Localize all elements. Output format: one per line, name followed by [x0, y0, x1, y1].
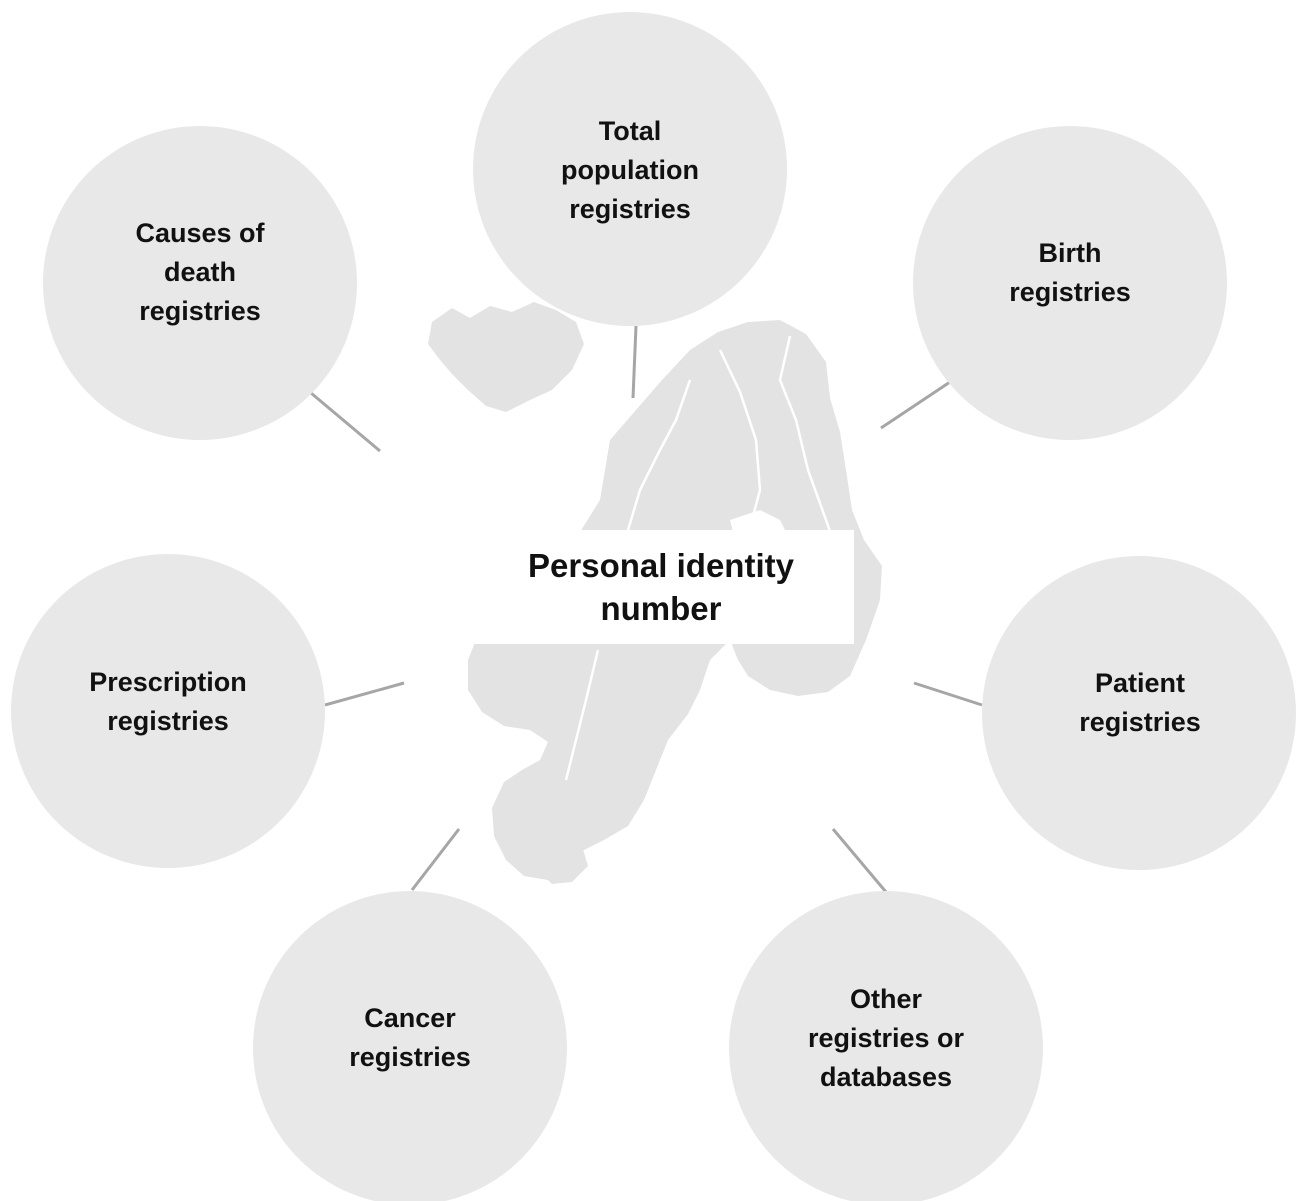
border-sweden-finland — [718, 349, 762, 521]
personal-identity-number-box: Personal identity number — [468, 530, 854, 644]
connector-patient — [913, 681, 983, 707]
circle-prescription — [11, 554, 325, 868]
denmark-shape — [538, 832, 588, 884]
connector-cancer — [410, 828, 461, 891]
circle-patient — [982, 556, 1296, 870]
label-prescription: Prescription registries — [89, 667, 247, 736]
registry-circles — [11, 12, 1296, 1201]
label-total-population: Total population registries — [561, 115, 699, 224]
label-birth: Birth registries — [1009, 238, 1131, 307]
label-causes-of-death: Causes of death registries — [135, 217, 265, 326]
label-cancer: Cancer registries — [349, 1003, 471, 1072]
circle-birth — [913, 126, 1227, 440]
connector-other — [831, 828, 888, 893]
circle-total-population — [473, 12, 787, 326]
iceland-shape — [428, 302, 584, 412]
border-south-sweden — [564, 649, 600, 781]
circle-causes-of-death — [43, 126, 357, 440]
connector-causes-of-death — [310, 391, 381, 453]
label-other: Other registries or databases — [807, 983, 965, 1092]
connector-prescription — [324, 681, 405, 707]
circle-cancer — [253, 891, 567, 1201]
circle-other — [729, 891, 1043, 1201]
border-finland-russia — [778, 335, 842, 561]
connector-total-population — [631, 325, 638, 399]
border-norway-sweden — [626, 379, 692, 531]
connector-birth — [880, 380, 951, 430]
label-patient: Patient registries — [1079, 668, 1201, 737]
connector-lines — [310, 325, 983, 893]
